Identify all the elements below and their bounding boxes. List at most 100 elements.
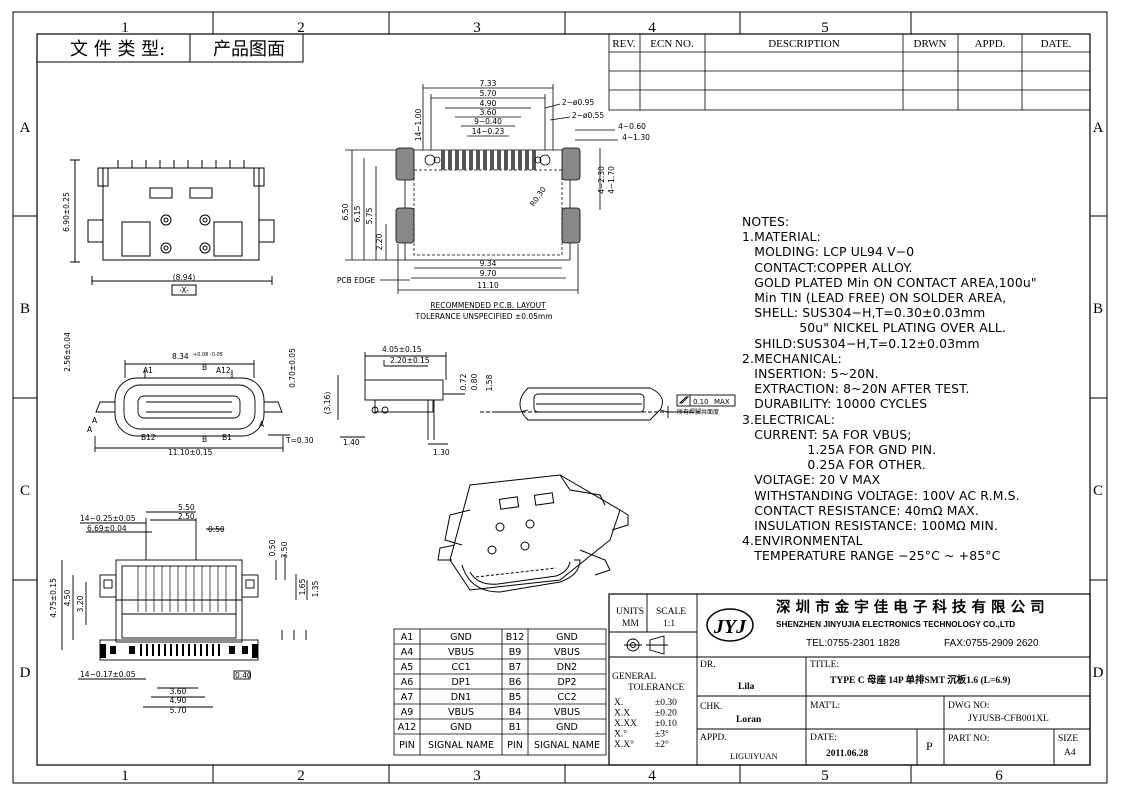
- pin-header-signal-a: SIGNAL NAME: [428, 740, 494, 751]
- pcb-dim-4-90: 4.90: [480, 99, 497, 108]
- note-line: 0.25A FOR OTHER.: [742, 457, 926, 473]
- side-dim-4-05: 4.05±0.15: [382, 345, 422, 354]
- note-line: 1.25A FOR GND PIN.: [742, 442, 937, 458]
- pcb-dim-7-33: 7.33: [480, 79, 497, 88]
- pin-header-signal-b: SIGNAL NAME: [534, 740, 600, 751]
- zone-row-b-right: B: [1093, 301, 1103, 317]
- top-view-width-dim: (8.94): [173, 273, 196, 282]
- pcb-hole-0-95: 2−ø0.95: [562, 98, 595, 107]
- pin-table-cell: CC1: [451, 662, 470, 673]
- bottom-dim-0-50-right: 0.50: [268, 539, 277, 556]
- front-label-a-right: A: [259, 420, 265, 429]
- connector-flat-view: [480, 387, 736, 421]
- pin-table-cell: DP2: [557, 677, 576, 688]
- pin-table-cell: DP1: [451, 677, 470, 688]
- side-dim-1-58: 1.58: [485, 374, 494, 391]
- zone-row-b-left: B: [20, 301, 30, 317]
- tolerance-key: X.°: [614, 729, 627, 740]
- note-line: EXTRACTION: 8~20N AFTER TEST.: [742, 381, 970, 397]
- zone-col-2-bottom: 2: [297, 768, 305, 784]
- tolerance-key: X.: [614, 698, 623, 708]
- pin-table-cell: VBUS: [554, 707, 580, 718]
- zone-col-1-bottom: 1: [121, 768, 129, 784]
- pin-table-cell: B12: [506, 632, 525, 643]
- zone-col-5-top: 5: [821, 20, 829, 36]
- tolerance-key: X.X: [614, 709, 630, 719]
- rev-header-date: DATE.: [1041, 38, 1072, 50]
- doc-type-label: 文 件 类 型:: [70, 39, 165, 60]
- bottom-dim-4-50: 4.50: [63, 589, 72, 606]
- zone-row-d-right: D: [1093, 665, 1104, 681]
- dwg-value: JYJUSB-CFB001XL: [968, 714, 1049, 724]
- note-line: 1.MATERIAL:: [742, 229, 821, 245]
- tolerance-value: ±0.10: [655, 719, 677, 729]
- doc-type-box: 文 件 类 型: 产品图面: [36, 33, 304, 63]
- note-line: CONTACT RESISTANCE: 40mΩ MAX.: [742, 502, 979, 518]
- side-dim-0-80: 0.80: [470, 373, 479, 390]
- zone-col-6-bottom: 6: [995, 768, 1003, 784]
- units-value: MM: [622, 619, 639, 629]
- side-dim-2-20: 2.20±0.15: [390, 356, 430, 365]
- bottom-dim-3-50: 3.50: [280, 541, 289, 558]
- note-line: Min TIN (LEAD FREE) ON SOLDER AREA,: [742, 290, 1007, 306]
- note-line: 50u" NICKEL PLATING OVER ALL.: [742, 320, 1007, 336]
- top-view-datum: -X-: [179, 286, 189, 295]
- pin-table-cell: A12: [398, 722, 417, 733]
- tolerance-key: X.XX: [614, 719, 637, 729]
- title-block: [608, 593, 1091, 766]
- revision-table: [608, 33, 1091, 111]
- note-line: NOTES:: [742, 214, 790, 229]
- zone-col-4-bottom: 4: [648, 768, 656, 784]
- company-logo: JYJ: [713, 616, 747, 638]
- dr-value: Lila: [738, 682, 755, 692]
- bottom-dim-3-60: 3.60: [170, 687, 187, 696]
- matl-label: MAT'L:: [810, 701, 840, 711]
- pin-table-cell: A6: [401, 677, 414, 688]
- pin-table-cell: B5: [509, 692, 522, 703]
- appd-value: LIGUIYUAN: [730, 751, 778, 761]
- scale-label: SCALE: [656, 607, 686, 617]
- pcb-left-6-15: 6.15: [353, 205, 362, 222]
- pin-table-cell: DN1: [451, 692, 471, 703]
- top-view-height-dim: 6.90±0.25: [62, 192, 71, 232]
- general-tolerance-label-2: TOLERANCE: [628, 683, 684, 693]
- title-value: TYPE C 母座 14P 单排SMT 沉板1.6 (L=6.9): [830, 674, 1010, 686]
- front-view-height-dim: 2.56±0.04: [63, 332, 72, 372]
- pcb-caption: RECOMMENDED P.C.B. LAYOUT: [430, 301, 546, 310]
- flatness-note: 所有焊脚共面度: [677, 408, 719, 416]
- doc-type-value: 产品图面: [213, 39, 285, 60]
- front-view-thickness: T=0.30: [285, 436, 314, 445]
- side-dim-3-16: (3.16): [323, 392, 332, 415]
- bottom-dim-0-50-top: 0.50: [208, 525, 225, 534]
- bottom-dim-6-69: 6.69±0.04: [87, 524, 127, 533]
- pin-table-cell: A9: [401, 707, 414, 718]
- zone-col-4-top: 4: [648, 20, 656, 36]
- bottom-dim-4-75: 4.75±0.15: [49, 578, 58, 618]
- pcb-side-1-70: 4−1.70: [607, 166, 616, 194]
- part-no-label: PART NO:: [948, 734, 989, 744]
- bottom-dim-5-50: 5.50: [178, 503, 195, 512]
- front-label-a-left: A: [87, 425, 93, 434]
- chk-value: Loran: [736, 715, 762, 725]
- dr-label: DR.: [700, 660, 716, 670]
- connector-3d-view: [437, 474, 629, 593]
- bottom-dim-14-0-17: 14−0.17±0.05: [80, 670, 136, 679]
- note-line: 4.ENVIRONMENTAL: [742, 533, 863, 549]
- connector-front-view: [94, 360, 290, 452]
- zone-row-d-left: D: [20, 665, 31, 681]
- note-line: TEMPERATURE RANGE −25°C ~ +85°C: [742, 548, 1001, 564]
- bottom-dim-14-0-25: 14−0.25±0.05: [80, 514, 136, 523]
- pcb-left-2-20: 2.20: [375, 233, 384, 250]
- pcb-radius: R0.30: [528, 185, 548, 208]
- front-label-a12: A12: [216, 366, 231, 375]
- pin-table-cell: A5: [401, 662, 414, 673]
- sheet-border: [12, 11, 1108, 784]
- note-line: INSULATION RESISTANCE: 100MΩ MIN.: [742, 518, 999, 534]
- front-view-width-tol: +0.08 -0.05: [193, 352, 223, 358]
- pin-table-cell: DN2: [557, 662, 577, 673]
- dwg-label: DWG NO:: [948, 701, 989, 711]
- rev-header-description: DESCRIPTION: [768, 38, 840, 50]
- pcb-dim-5-70: 5.70: [480, 89, 497, 98]
- pin-table-cell: B9: [509, 647, 522, 658]
- zone-col-3-top: 3: [473, 20, 481, 36]
